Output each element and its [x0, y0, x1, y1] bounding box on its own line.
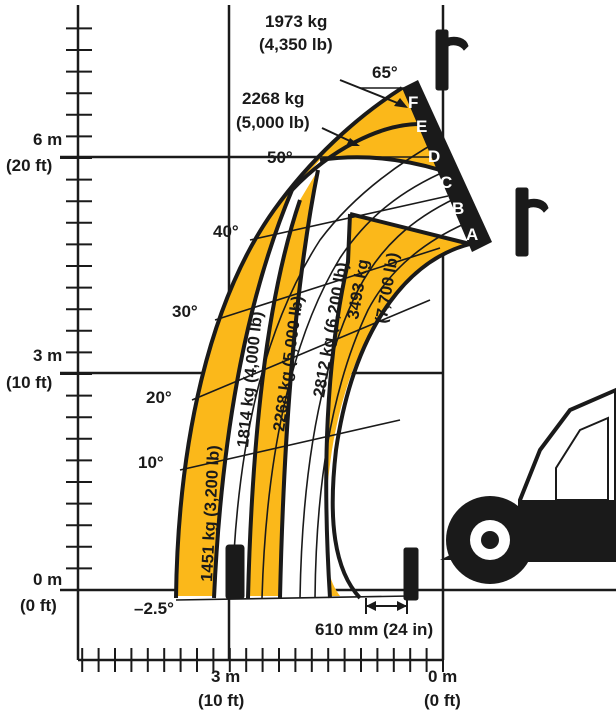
extension-arc-b — [261, 169, 449, 599]
machine-front-wheel-hub — [481, 531, 499, 549]
zone-divider-top-b — [319, 155, 441, 172]
horizontal-axis-labels: 3 m (10 ft) 0 m (0 ft) — [198, 667, 461, 710]
angle-line-30 — [214, 247, 441, 321]
callout-1973-imperial: (4,350 lb) — [259, 35, 333, 54]
angle-label-minus: –2.5° — [134, 599, 174, 618]
fork-carriage-bottom-right-body — [403, 547, 419, 601]
x-label-0m: 0 m — [428, 667, 457, 686]
zone-3493kg — [326, 214, 470, 596]
extension-letter-f: F — [408, 93, 418, 112]
extension-arc-c — [299, 197, 457, 599]
y-label-10ft: (10 ft) — [6, 373, 52, 392]
zone-2268kg-upper — [274, 88, 420, 210]
telehandler-machine-icon — [440, 387, 616, 584]
angle-label-40: 40° — [213, 222, 239, 241]
zone-divider-top-c — [290, 122, 421, 192]
y-label-0ft: (0 ft) — [20, 596, 57, 615]
angle-label-20: 20° — [146, 388, 172, 407]
extension-box-strip — [402, 80, 492, 252]
offset-arrowhead-right — [397, 601, 407, 611]
fork-carriage-bottom-left-body — [225, 544, 245, 600]
callout-1973-leader — [339, 79, 401, 105]
fork-carriage-top-hook — [447, 36, 469, 51]
callout-2268-imperial: (5,000 lb) — [236, 113, 310, 132]
callout-2268-leader — [321, 127, 353, 143]
angle-label-65: 65° — [372, 63, 398, 82]
angle-line-40 — [249, 195, 449, 241]
angle-label-50: 50° — [267, 148, 293, 167]
inner-boundary — [330, 242, 471, 600]
machine-chassis — [520, 500, 616, 560]
extension-letter-e: E — [416, 117, 427, 136]
fork-carriage-mid-hook — [527, 198, 549, 213]
angle-line-neg — [175, 595, 411, 601]
callout-1973-arrowhead — [394, 98, 408, 108]
angle-line-10 — [179, 419, 401, 471]
zone-divider-top-a — [349, 212, 471, 246]
zone-divider-4 — [324, 213, 352, 599]
x-label-0ft: (0 ft) — [424, 691, 461, 710]
boom-angle-labels: 65° 50° 40° 30° 20° 10° –2.5° — [134, 63, 398, 618]
x-label-3m: 3 m — [211, 667, 240, 686]
vertical-axis-labels: 6 m (20 ft) 3 m (10 ft) 0 m (0 ft) — [6, 130, 62, 615]
fork-carriage-icon — [225, 29, 549, 601]
extension-arc-d — [314, 223, 465, 599]
offset-dimension-label: 610 mm (24 in) — [315, 620, 433, 639]
extension-letter-b: B — [452, 199, 464, 218]
x-label-10ft: (10 ft) — [198, 691, 244, 710]
callout-1973-metric: 1973 kg — [265, 12, 327, 31]
y-label-6m: 6 m — [33, 130, 62, 149]
horizontal-tick-marks — [81, 648, 444, 672]
vertical-tick-marks — [60, 27, 92, 591]
y-label-20ft: (20 ft) — [6, 156, 52, 175]
angle-label-30: 30° — [172, 302, 198, 321]
offset-dimension: 610 mm (24 in) — [315, 598, 433, 639]
y-label-0m: 0 m — [33, 570, 62, 589]
extension-letter-a: A — [466, 225, 478, 244]
offset-arrowhead-left — [366, 601, 376, 611]
angle-label-10: 10° — [138, 453, 164, 472]
fork-carriage-top-body — [435, 29, 449, 91]
y-label-3m: 3 m — [33, 346, 62, 365]
zone-divider-1 — [212, 189, 294, 599]
extension-letter-c: C — [440, 173, 452, 192]
capacity-callouts: 1973 kg (4,350 lb) 2268 kg (5,000 lb) — [236, 12, 408, 146]
extension-letter-d: D — [428, 147, 440, 166]
outer-boundary — [174, 86, 404, 599]
angle-line-20 — [191, 299, 431, 401]
callout-2268-arrowhead — [346, 138, 360, 146]
machine-cab-window — [555, 416, 609, 501]
callout-2268-metric: 2268 kg — [242, 89, 304, 108]
fork-carriage-mid-body — [515, 187, 529, 257]
boom-reference-lines — [175, 87, 465, 601]
zone-divider-2 — [246, 199, 302, 599]
extension-arc-a — [231, 139, 441, 599]
